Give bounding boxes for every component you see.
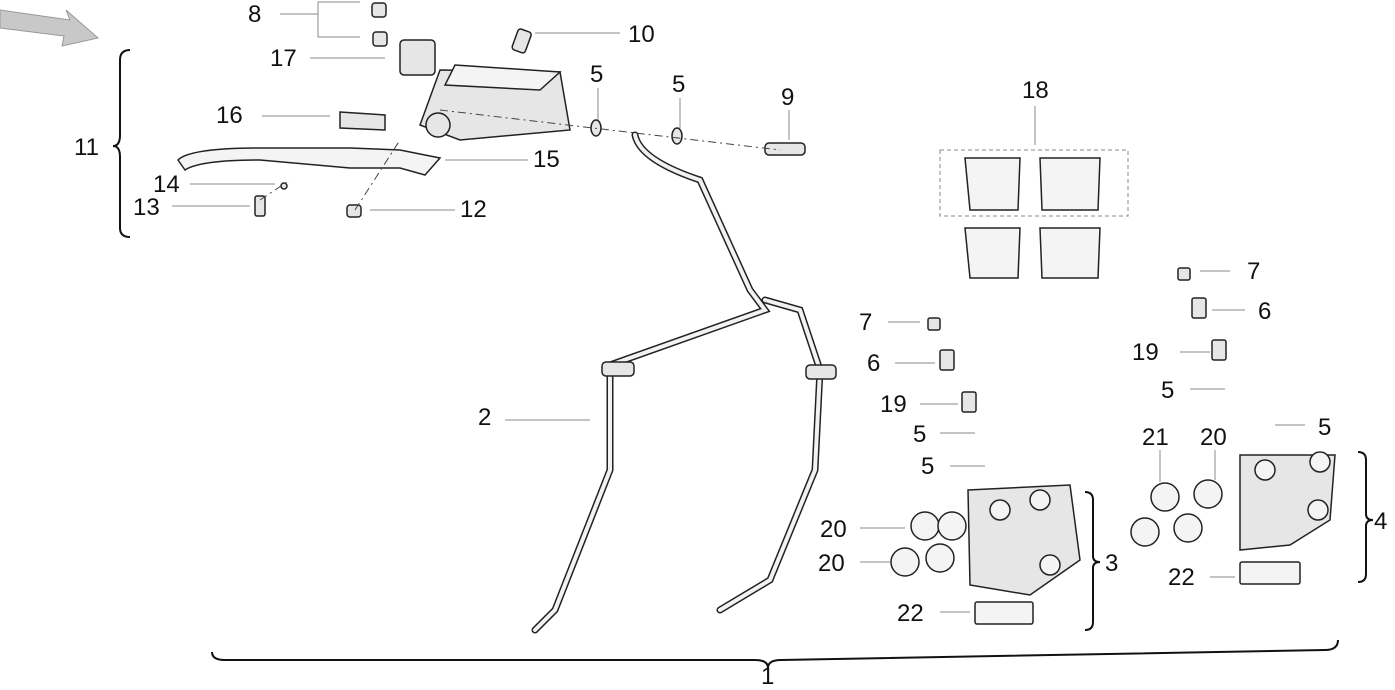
callout-6: 6 (1258, 298, 1271, 325)
brake-pads (939, 149, 1129, 279)
callout-15: 15 (533, 146, 560, 173)
callout-22: 22 (897, 600, 924, 627)
callout-13: 13 (133, 194, 160, 221)
callout-3: 3 (1105, 550, 1118, 577)
leader-lines (172, 1, 1305, 613)
brake-lever (177, 147, 442, 176)
callout-22: 22 (1168, 564, 1195, 591)
callout-16: 16 (216, 102, 243, 129)
bracket-1 (211, 639, 1339, 669)
callout-7: 7 (1247, 258, 1260, 285)
callout-5: 5 (1161, 377, 1174, 404)
callout-5: 5 (590, 61, 603, 88)
brake-hose (531, 131, 837, 634)
callout-11: 11 (74, 134, 99, 161)
callout-8: 8 (248, 1, 261, 28)
callout-20: 20 (818, 550, 845, 577)
callout-2: 2 (478, 404, 491, 431)
callout-20: 20 (1200, 424, 1227, 451)
callout-6: 6 (867, 350, 880, 377)
callout-19: 19 (1132, 339, 1159, 366)
bracket-3 (1084, 491, 1101, 631)
callout-5: 5 (913, 421, 926, 448)
callout-5: 5 (921, 453, 934, 480)
callout-4: 4 (1374, 508, 1387, 535)
callout-10: 10 (628, 21, 655, 48)
callout-19: 19 (880, 391, 907, 418)
callout-7: 7 (859, 309, 872, 336)
callout-9: 9 (781, 84, 794, 111)
callout-14: 14 (153, 171, 180, 198)
bracket-11 (112, 49, 131, 238)
callout-21: 21 (1142, 424, 1169, 451)
bracket-4 (1357, 451, 1374, 583)
direction-arrow-icon (0, 9, 100, 47)
callout-5: 5 (672, 71, 685, 98)
callout-5: 5 (1318, 414, 1331, 441)
callout-1: 1 (761, 663, 774, 690)
callout-18: 18 (1022, 77, 1049, 104)
small-parts (254, 2, 806, 218)
callout-12: 12 (460, 196, 487, 223)
left-caliper (890, 317, 1081, 625)
callout-20: 20 (820, 516, 847, 543)
callout-17: 17 (270, 45, 297, 72)
master-cylinder (339, 39, 571, 141)
right-caliper (1130, 267, 1336, 585)
